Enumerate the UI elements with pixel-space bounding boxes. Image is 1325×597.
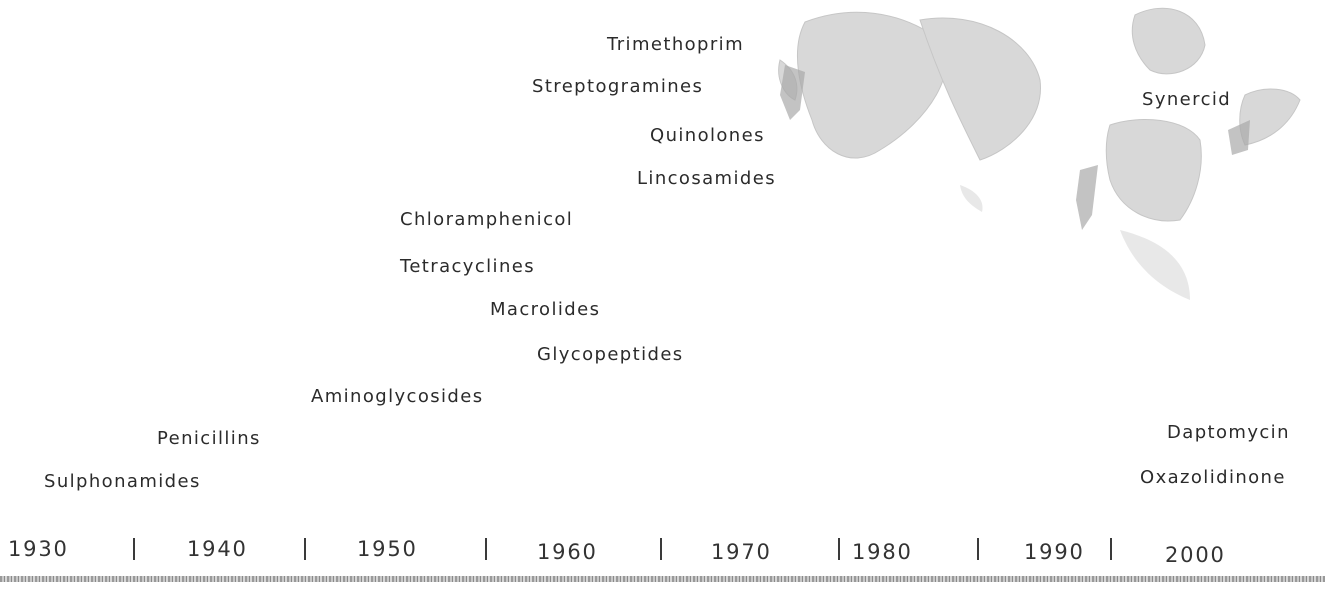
class-label-penicillins: Penicillins — [157, 428, 261, 450]
timeline-separator — [1110, 538, 1112, 560]
class-label-aminoglycosides: Aminoglycosides — [311, 386, 484, 408]
class-label-tetracyclines: Tetracyclines — [400, 256, 535, 278]
timeline-separator — [485, 538, 487, 560]
class-label-trimethoprim: Trimethoprim — [607, 34, 744, 56]
timeline-separator — [977, 538, 979, 560]
year-label-1980: 1980 — [852, 540, 913, 564]
year-label-1930: 1930 — [8, 537, 69, 561]
year-label-1940: 1940 — [187, 537, 248, 561]
class-label-glycopeptides: Glycopeptides — [537, 344, 684, 366]
class-label-lincosamides: Lincosamides — [637, 168, 776, 190]
year-label-1970: 1970 — [711, 540, 772, 564]
class-label-oxazolidinone: Oxazolidinone — [1140, 467, 1286, 489]
year-label-1960: 1960 — [537, 540, 598, 564]
class-label-macrolides: Macrolides — [490, 299, 600, 321]
class-label-sulphonamides: Sulphonamides — [44, 471, 201, 493]
timeline-baseline — [0, 576, 1325, 582]
timeline-separator — [660, 538, 662, 560]
class-label-chloramphenicol: Chloramphenicol — [400, 209, 573, 231]
class-label-quinolones: Quinolones — [650, 125, 765, 147]
timeline-separator — [133, 538, 135, 560]
year-label-1990: 1990 — [1024, 540, 1085, 564]
timeline-separator — [838, 538, 840, 560]
class-label-synercid: Synercid — [1142, 89, 1231, 111]
class-label-daptomycin: Daptomycin — [1167, 422, 1290, 444]
year-label-2000: 2000 — [1165, 543, 1226, 567]
timeline-separator — [304, 538, 306, 560]
year-label-1950: 1950 — [357, 537, 418, 561]
class-label-streptogramines: Streptogramines — [532, 76, 703, 98]
